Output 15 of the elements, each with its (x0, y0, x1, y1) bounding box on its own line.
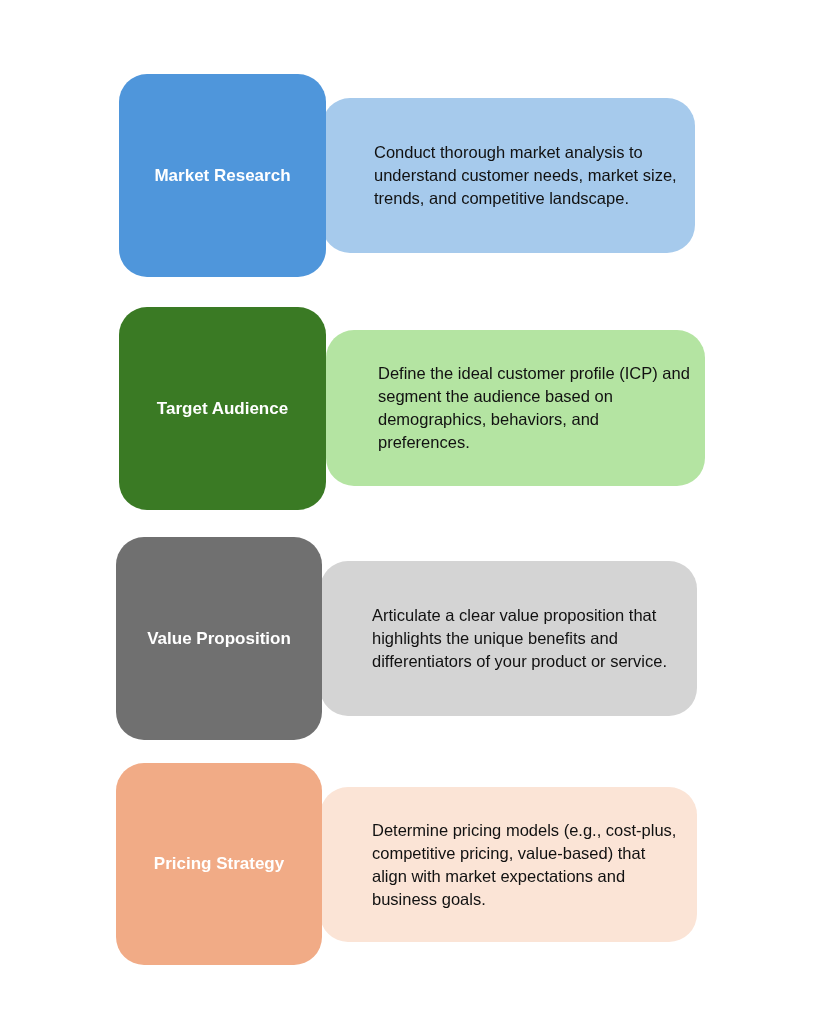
description-box (320, 787, 697, 942)
step-title: Target Audience (156, 398, 289, 419)
step-description: Conduct thorough market analysis to understand customer needs, market size, trends, and competitive landscape. (374, 142, 678, 209)
step-description: Determine pricing models (e.g., cost-plus, competitive pricing, value-based) that align with market expectations and business goals. (372, 819, 678, 910)
description-box (320, 561, 697, 716)
step-title: Value Proposition (147, 628, 291, 649)
step-box (116, 537, 322, 740)
step-title: Pricing Strategy (153, 854, 285, 874)
step-description: Articulate a clear value proposition that highlights the unique benefits and differentiators of your product or service. (372, 605, 668, 672)
step-box (119, 74, 326, 277)
step-title: Market Research (154, 165, 291, 186)
step-box (119, 307, 326, 510)
step-box (116, 763, 322, 965)
description-box (326, 330, 705, 486)
step-description: Define the ideal customer profile (ICP) and segment the audience based on demographics, behaviors, and preferences. (378, 363, 691, 453)
